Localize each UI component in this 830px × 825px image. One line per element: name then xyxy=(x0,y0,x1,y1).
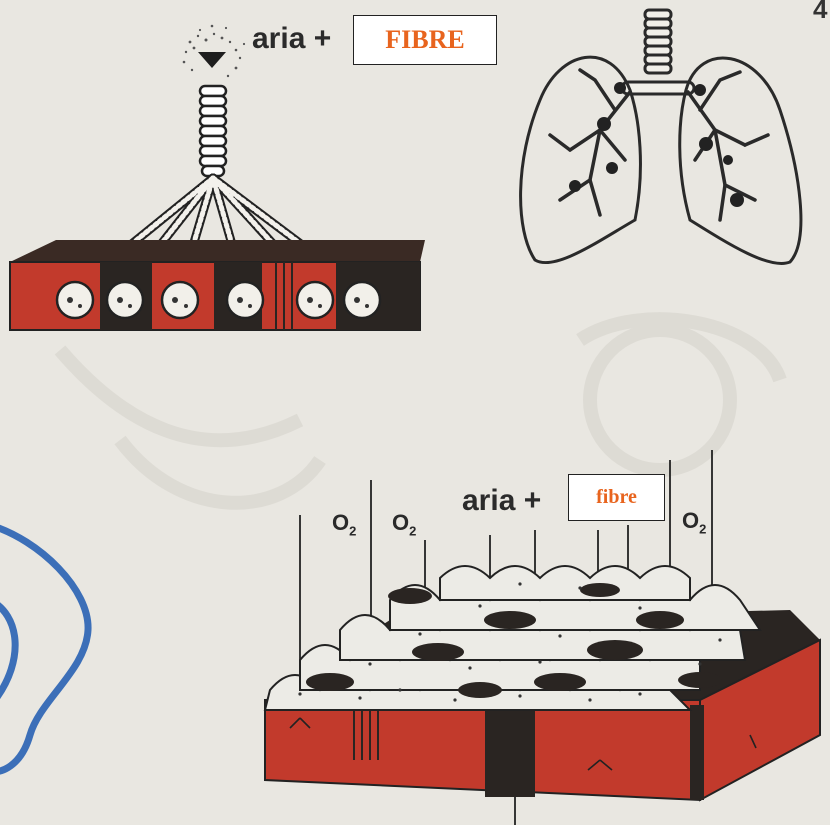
lungs-trachea xyxy=(622,10,694,94)
top-air-label: aria + xyxy=(252,22,331,56)
airway-diagram xyxy=(10,25,425,330)
background-ghost-shapes xyxy=(60,319,780,503)
oxygen-label-2: O2 xyxy=(392,510,416,538)
slab-dark-band-2 xyxy=(690,705,704,800)
slab-front xyxy=(265,700,700,800)
top-fibre-box: FIBRE xyxy=(353,15,497,65)
blue-curve-decoration xyxy=(0,525,88,772)
alveolar-surface-diagram xyxy=(265,450,820,825)
top-fibre-text: FIBRE xyxy=(385,25,464,55)
bottom-fibre-text: fibre xyxy=(596,486,637,509)
air-inlet-arrow xyxy=(198,52,226,68)
lungs-diagram xyxy=(521,10,801,264)
trachea-rings xyxy=(200,86,226,176)
bottom-air-label: aria + xyxy=(462,484,541,518)
bottom-fibre-box: fibre xyxy=(568,474,665,521)
oxygen-label-3: O2 xyxy=(682,508,706,536)
slab-dark-band-1 xyxy=(485,705,535,797)
oxygen-label-1: O2 xyxy=(332,510,356,538)
corner-mark: 4 xyxy=(813,0,828,24)
air-particles xyxy=(183,25,245,78)
